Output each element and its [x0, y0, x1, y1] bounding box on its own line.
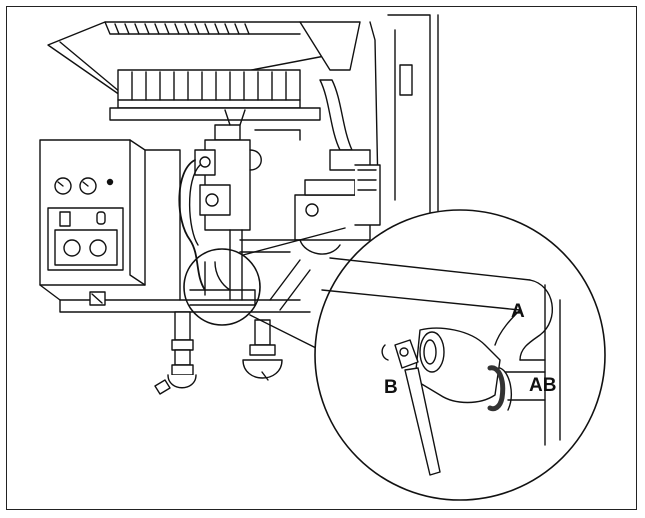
magnifier-connector-bottom: [249, 314, 321, 351]
magnifier-source-circle: [183, 248, 261, 326]
control-box: [39, 139, 146, 286]
gas-valve: [178, 109, 301, 291]
pump: [294, 164, 381, 255]
lower-fittings: [154, 311, 283, 395]
callout-a: A: [511, 301, 525, 322]
magnifier-connector-top: [242, 227, 346, 256]
callout-ab: AB: [529, 375, 557, 396]
magnifier-source-detail: [189, 261, 256, 306]
boiler-base: [39, 149, 311, 313]
burner-rail: [109, 69, 321, 121]
side-panel: [387, 14, 439, 241]
pipes: [229, 229, 311, 311]
magnified-pipe-assembly: [321, 257, 561, 476]
callout-b: B: [384, 377, 398, 398]
